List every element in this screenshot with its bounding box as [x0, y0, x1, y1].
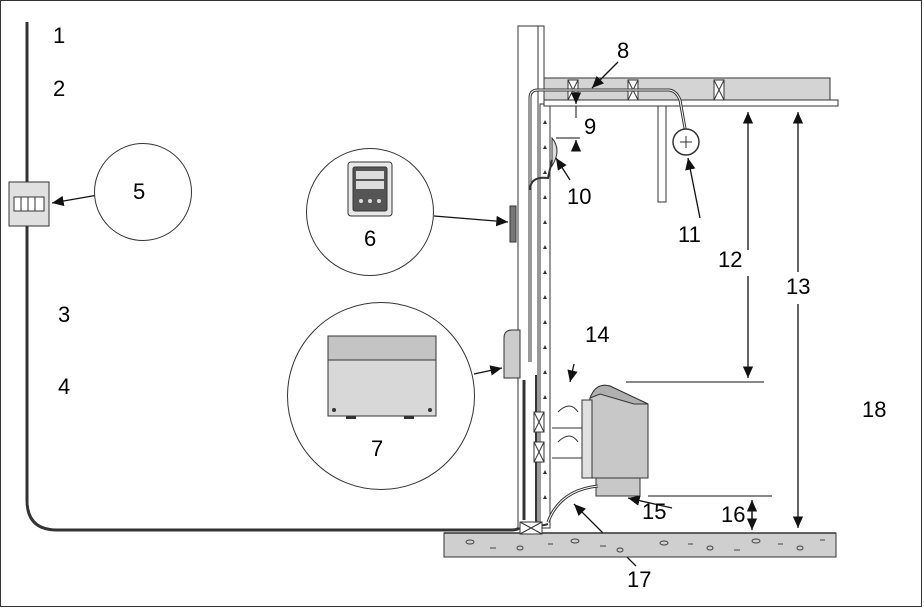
- sauna-heater: [581, 384, 649, 497]
- label-18: 18: [862, 397, 887, 422]
- control-panel-mount: [509, 205, 517, 243]
- label-12: 12: [718, 247, 743, 272]
- detail-circle-control-panel: [306, 148, 434, 276]
- wall-panel-nails: [543, 120, 547, 499]
- label-4: 4: [58, 374, 71, 399]
- label-6: 6: [364, 226, 377, 251]
- power-unit-mount: [503, 329, 521, 379]
- label-13: 13: [786, 274, 811, 299]
- label-14: 14: [585, 322, 610, 347]
- ceiling: [543, 77, 839, 107]
- label-15: 15: [642, 499, 667, 524]
- detail-circle-switch: [94, 143, 192, 241]
- label-2: 2: [53, 76, 66, 101]
- heater-mounting-rails: [533, 405, 582, 463]
- power-unit-icon: [327, 335, 437, 419]
- label-16: 16: [721, 502, 746, 527]
- floor: [443, 521, 837, 558]
- label-8: 8: [617, 38, 630, 63]
- control-panel-icon: [347, 161, 393, 217]
- label-5: 5: [133, 179, 146, 204]
- heater-cable: [546, 484, 599, 523]
- label-11: 11: [678, 222, 701, 247]
- label-10: 10: [567, 184, 592, 209]
- main-switch-box: [8, 181, 50, 227]
- detail-circle-power-unit: [287, 302, 475, 490]
- overheat-sensor: [551, 136, 558, 168]
- label-7: 7: [371, 436, 384, 461]
- label-9: 9: [584, 114, 597, 139]
- label-3: 3: [58, 302, 71, 327]
- label-1: 1: [53, 23, 66, 48]
- label-17: 17: [627, 567, 652, 592]
